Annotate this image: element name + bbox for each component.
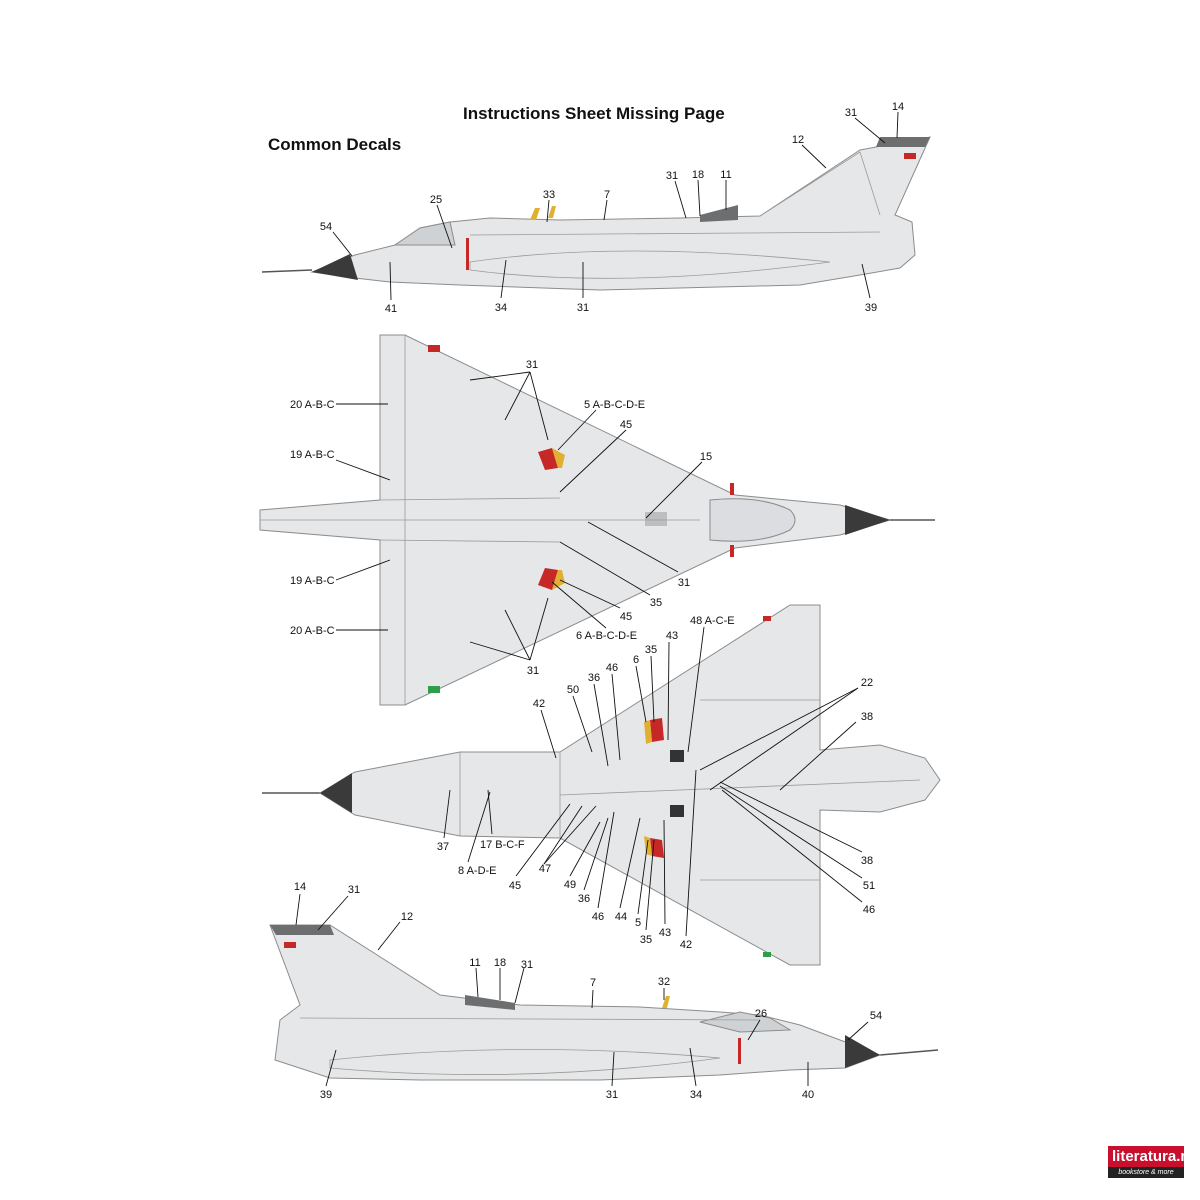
callout: 34 [495, 302, 507, 314]
callout: 31 [678, 577, 690, 589]
callout: 11 [469, 957, 480, 969]
callout: 40 [802, 1089, 814, 1101]
bottom-view [262, 604, 941, 966]
callout: 18 [494, 957, 506, 969]
top-view-labels: 31 20 A-B-C 5 A-B-C-D-E 45 19 A-B-C 15 3… [290, 359, 712, 677]
callout: 45 [509, 880, 521, 892]
callout: 46 [863, 904, 875, 916]
left-profile-view [261, 136, 931, 291]
callout: 26 [755, 1008, 767, 1020]
callout: 31 [666, 170, 678, 182]
callout: 35 [640, 934, 652, 946]
callout: 12 [792, 134, 804, 146]
callout: 38 [861, 711, 873, 723]
callout: 19 A-B-C [290, 449, 335, 461]
callout: 32 [658, 976, 670, 988]
callout: 46 [606, 662, 618, 674]
callout: 43 [666, 630, 678, 642]
callout: 54 [320, 221, 332, 233]
callout: 8 A-D-E [458, 865, 497, 877]
callout: 7 [604, 189, 610, 201]
callout: 20 A-B-C [290, 625, 335, 637]
callout: 49 [564, 879, 576, 891]
right-profile-view [269, 924, 939, 1081]
bottom-view-labels: 48 A-C-E 43 35 6 46 36 50 42 22 38 37 17… [437, 615, 875, 951]
callout: 33 [543, 189, 555, 201]
callout: 5 [635, 917, 641, 929]
callout: 19 A-B-C [290, 575, 335, 587]
callout: 38 [861, 855, 873, 867]
callout: 42 [680, 939, 692, 951]
callout: 44 [615, 911, 627, 923]
callout: 39 [320, 1089, 332, 1101]
callout: 22 [861, 677, 873, 689]
callout: 31 [845, 107, 857, 119]
callout: 54 [870, 1010, 882, 1022]
callout: 5 A-B-C-D-E [584, 399, 645, 411]
callout: 31 [348, 884, 360, 896]
callout: 39 [865, 302, 877, 314]
store-logo: literatura.mk bookstore & more [1108, 1146, 1200, 1178]
callout: 31 [527, 665, 539, 677]
logo-name: literatura.mk [1108, 1146, 1200, 1167]
callout: 47 [539, 863, 551, 875]
callout: 11 [720, 169, 731, 181]
callout: 17 B-C-F [480, 839, 525, 851]
callout: 41 [385, 303, 397, 315]
callout: 51 [863, 880, 875, 892]
left-profile-labels: 54 25 33 7 31 18 11 12 31 14 41 34 31 39 [320, 101, 904, 315]
callout: 45 [620, 611, 632, 623]
callout: 48 A-C-E [690, 615, 735, 627]
callout: 31 [521, 959, 533, 971]
callout: 35 [650, 597, 662, 609]
callout: 42 [533, 698, 545, 710]
top-view [259, 334, 935, 706]
callout: 18 [692, 169, 704, 181]
callout: 31 [606, 1089, 618, 1101]
callout: 6 A-B-C-D-E [576, 630, 637, 642]
callout: 35 [645, 644, 657, 656]
logo-tagline: bookstore & more [1108, 1167, 1184, 1178]
callout: 6 [633, 654, 639, 666]
right-profile-labels: 14 31 12 11 18 31 7 32 26 54 39 31 34 40 [294, 881, 882, 1101]
callout: 20 A-B-C [290, 399, 335, 411]
callout: 34 [690, 1089, 702, 1101]
callout: 14 [294, 881, 306, 893]
callout: 31 [526, 359, 538, 371]
callout: 46 [592, 911, 604, 923]
callout: 14 [892, 101, 904, 113]
callout: 31 [577, 302, 589, 314]
callout: 36 [588, 672, 600, 684]
callout: 50 [567, 684, 579, 696]
callout: 15 [700, 451, 712, 463]
page-title: Instructions Sheet Missing Page [463, 104, 725, 123]
section-heading: Common Decals [268, 135, 402, 154]
callout: 37 [437, 841, 449, 853]
callout: 36 [578, 893, 590, 905]
callout: 43 [659, 927, 671, 939]
callout: 7 [590, 977, 596, 989]
leader-lines [295, 111, 899, 1087]
callout: 25 [430, 194, 442, 206]
callout: 12 [401, 911, 413, 923]
callout: 45 [620, 419, 632, 431]
